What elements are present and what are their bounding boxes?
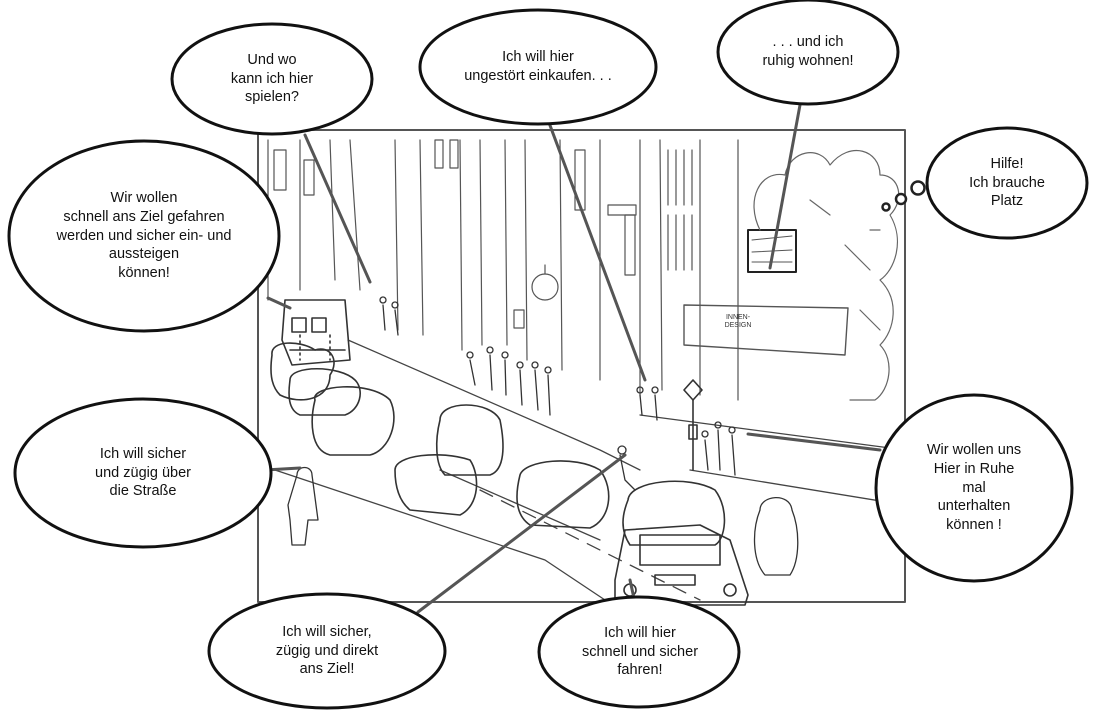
bubble-live-text: . . . und ich ruhig wohnen! — [762, 33, 853, 71]
connector-talk — [748, 434, 880, 450]
bubble-bike-text: Ich will sicher, zügig und direkt ans Zi… — [276, 623, 378, 680]
bubble-cross: Ich will sicher und zügig über die Straß… — [18, 402, 268, 544]
tree — [754, 151, 899, 400]
bubble-help-text: Hilfe! Ich brauche Platz — [969, 155, 1045, 212]
pedestrians — [288, 297, 798, 575]
bubble-shop: Ich will hier ungestört einkaufen. . . — [425, 18, 651, 116]
connector-shop — [548, 120, 645, 380]
right-building — [660, 140, 848, 400]
bubble-talk-text: Wir wollen uns Hier in Ruhe mal unterhal… — [927, 441, 1021, 535]
bubble-shop-text: Ich will hier ungestört einkaufen. . . — [464, 48, 612, 86]
bubble-bike: Ich will sicher, zügig und direkt ans Zi… — [212, 598, 442, 704]
bubble-drive-text: Ich will hier schnell und sicher fahren! — [582, 624, 698, 681]
bubble-play: Und wo kann ich hier spielen? — [177, 30, 367, 128]
bubble-talk: Wir wollen uns Hier in Ruhe mal unterhal… — [879, 398, 1069, 578]
connector-play — [305, 135, 370, 282]
bubble-cross-text: Ich will sicher und zügig über die Straß… — [95, 445, 191, 502]
bus — [282, 300, 350, 365]
thought-dots — [883, 182, 925, 211]
shop-sign-text: INNEN- DESIGN — [708, 314, 768, 329]
shop-sign — [684, 305, 848, 355]
bubble-help: Hilfe! Ich brauche Platz — [931, 131, 1083, 235]
connector-bike — [418, 455, 625, 612]
street-lines — [275, 340, 905, 600]
bubble-bus: Wir wollen schnell ans Ziel gefahren wer… — [12, 148, 276, 324]
traffic-sign — [684, 380, 702, 470]
bubble-bus-text: Wir wollen schnell ans Ziel gefahren wer… — [57, 189, 232, 283]
bubble-drive: Ich will hier schnell und sicher fahren! — [543, 600, 737, 704]
bubble-live: . . . und ich ruhig wohnen! — [722, 5, 894, 99]
cars — [271, 343, 748, 605]
bubble-play-text: Und wo kann ich hier spielen? — [231, 51, 313, 108]
center-building — [435, 140, 640, 395]
